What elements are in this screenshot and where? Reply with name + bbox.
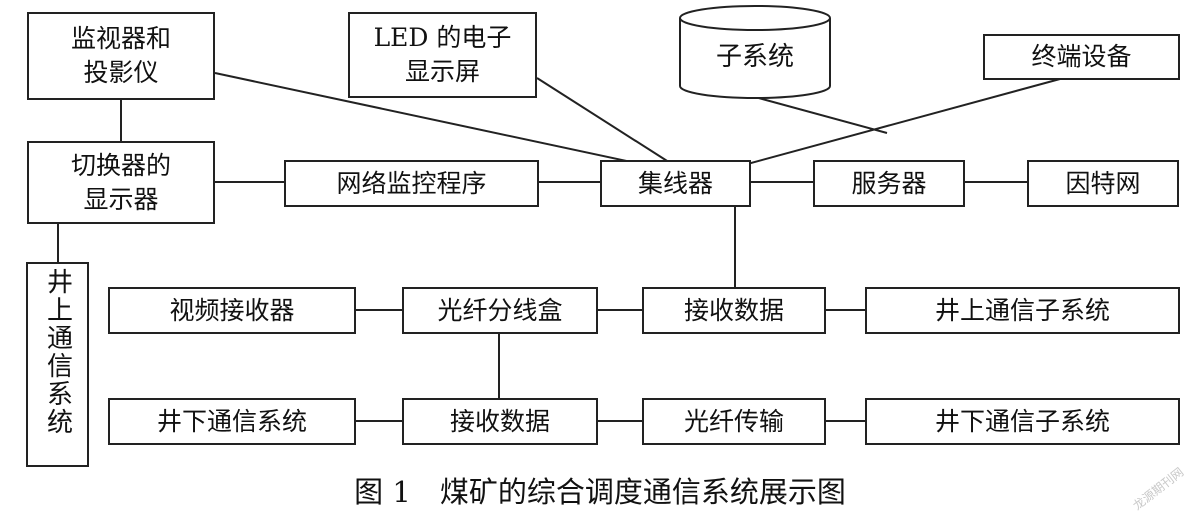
fiber-splitter-box: 光纤分线盒 <box>402 287 598 334</box>
surface-comm-subsystem-box: 井上通信子系统 <box>865 287 1180 334</box>
network-monitor-box: 网络监控程序 <box>284 160 539 207</box>
server-box: 服务器 <box>813 160 965 207</box>
surface-comm-vertical-label: 井上通信系统 <box>42 268 73 436</box>
video-receiver-box: 视频接收器 <box>108 287 356 334</box>
figure-caption: 图 1 煤矿的综合调度通信系统展示图 <box>354 475 846 509</box>
surface-comm-vertical-box: 井上通信系统 <box>26 262 89 467</box>
led-display-box: LED 的电子 显示屏 <box>348 12 537 98</box>
subsystem-db-label: 子系统 <box>715 42 794 72</box>
line-terminal-hub <box>739 78 1061 167</box>
underground-comm-subsystem-box: 井下通信子系统 <box>865 398 1180 445</box>
receive-data-lower-box: 接收数据 <box>402 398 598 445</box>
terminal-box: 终端设备 <box>983 34 1180 80</box>
subsystem-db-shape <box>679 5 831 99</box>
switcher-display-box: 切换器的 显示器 <box>27 141 215 224</box>
line-monitor-hub <box>214 72 651 167</box>
receive-data-upper-box: 接收数据 <box>642 287 826 334</box>
internet-box: 因特网 <box>1027 160 1179 207</box>
line-led-hub <box>536 77 676 167</box>
fiber-transmission-box: 光纤传输 <box>642 398 826 445</box>
monitor-projector-box: 监视器和 投影仪 <box>27 12 215 100</box>
line-db-hub <box>754 96 888 134</box>
underground-comm-box: 井下通信系统 <box>108 398 356 445</box>
hub-box: 集线器 <box>600 160 751 207</box>
